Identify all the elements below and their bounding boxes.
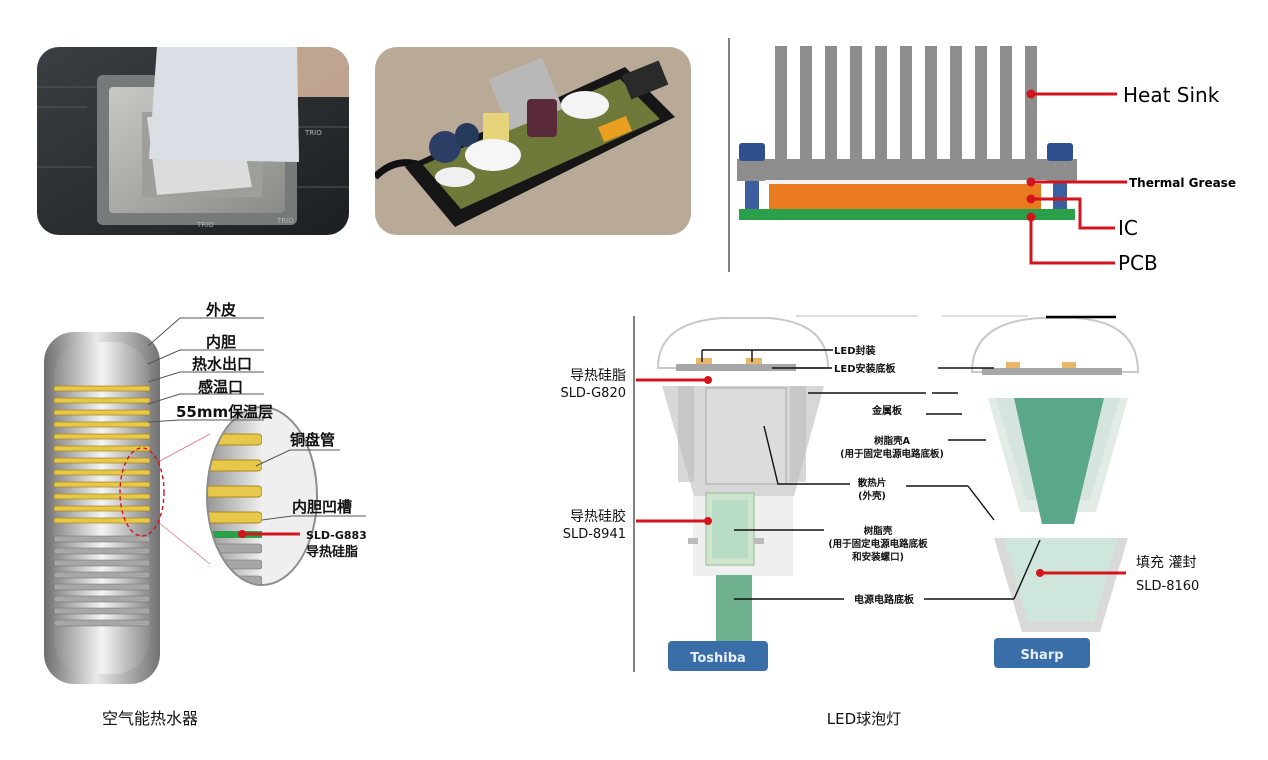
resin-shell-note-1: (用于固定电源电路底板: [828, 538, 928, 550]
heater-label-1: 内胆: [206, 333, 236, 351]
heater-label-3: 感温口: [198, 378, 243, 396]
groove-label: 内胆凹槽: [292, 498, 352, 516]
svg-text:TRIO: TRIO: [304, 129, 322, 137]
glue-code-label: SLD-8941: [563, 527, 626, 542]
heat-sink-label: Heat Sink: [1123, 83, 1220, 107]
heater-label-4: 55mm保温层: [176, 403, 273, 421]
grease-code-label: SLD-G820: [560, 386, 626, 401]
thermal-grease-label: Thermal Grease: [1129, 176, 1236, 190]
led-bulb-caption: LED球泡灯: [827, 710, 901, 728]
resin-shell-label: 树脂壳: [864, 525, 893, 537]
sld-g883-label: SLD-G883: [306, 529, 367, 542]
water-heater-caption: 空气能热水器: [102, 709, 198, 728]
sld-g883-desc: 导热硅脂: [306, 544, 358, 560]
grease-cn-label: 导热硅脂: [570, 368, 626, 384]
resin-shell-a-note: (用于固定电源电路底板): [840, 448, 944, 460]
copper-tube-label: 铜盘管: [290, 431, 335, 449]
water-heater-diagram: 外皮 内胆 热水出口 感温口 55mm保温层 铜盘管 内胆凹槽 SLD-G883…: [44, 301, 367, 728]
resin-shell-a-label: 树脂壳A: [874, 435, 911, 447]
brand-right-label: Sharp: [1020, 648, 1063, 663]
resin-shell-note-2: 和安装螺口): [851, 551, 904, 563]
potting-code-label: SLD-8160: [1136, 579, 1199, 594]
potting-cn-label: 填充 灌封: [1136, 555, 1196, 571]
glue-cn-label: 导热硅胶: [570, 508, 626, 525]
cpu-thermal-paste-photo: TRIO TRIO TRIO: [37, 47, 349, 235]
metal-plate-label: 金属板: [871, 404, 903, 417]
pcb-label: PCB: [1118, 251, 1158, 275]
power-adapter-potting-photo: [375, 47, 691, 235]
led-mount-board-label: LED安装底板: [834, 362, 897, 375]
led-encap-label: LED封装: [834, 344, 876, 357]
heater-label-2: 热水出口: [192, 355, 252, 373]
svg-text:TRIO: TRIO: [196, 221, 214, 229]
led-bulb-diagram: Toshiba Sharp: [560, 315, 1199, 728]
heat-sink-diagram: Heat Sink Thermal Grease IC PCB: [728, 38, 1236, 275]
heater-label-0: 外皮: [205, 301, 236, 319]
heat-fin-note: (外壳): [858, 490, 886, 502]
ic-label: IC: [1118, 216, 1138, 240]
brand-left-label: Toshiba: [690, 651, 746, 666]
power-board-label: 电源电路底板: [854, 593, 915, 606]
svg-text:TRIO: TRIO: [276, 217, 294, 225]
heat-fin-label: 散热片: [858, 477, 887, 489]
